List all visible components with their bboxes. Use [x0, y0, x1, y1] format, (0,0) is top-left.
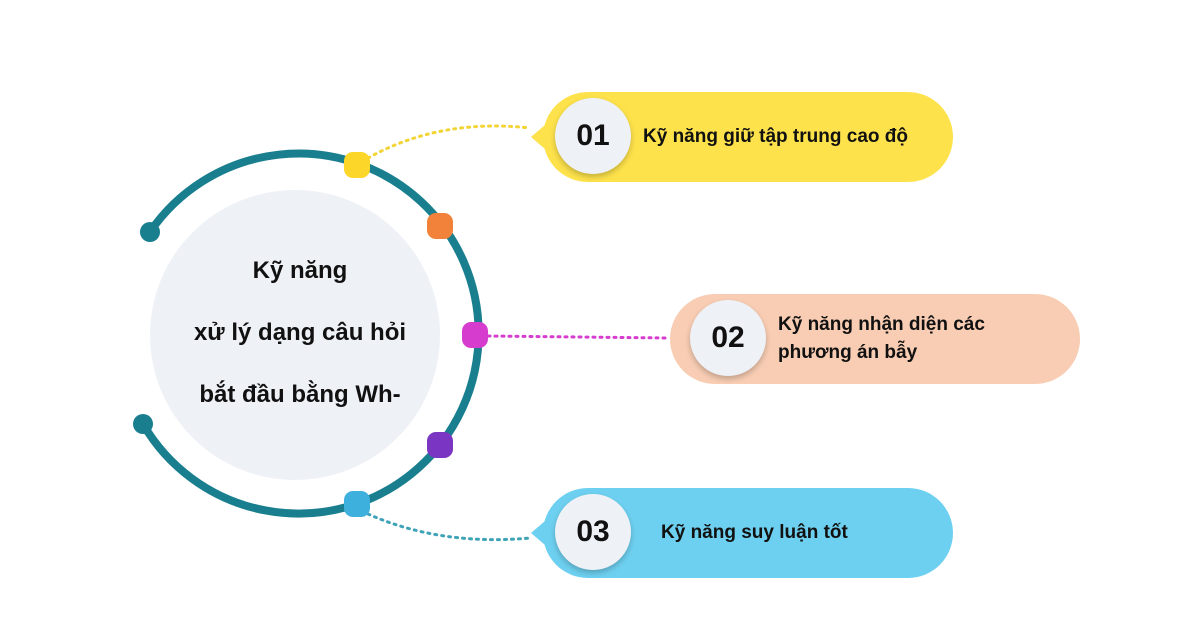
- skill-number-03: 03: [555, 494, 631, 570]
- skill-card-01: 01 Kỹ năng giữ tập trung cao độ: [531, 92, 953, 182]
- ring-dot-5: [344, 491, 370, 517]
- skill-label-02-line-2: phương án bẫy: [778, 342, 918, 363]
- skill-number-02: 02: [690, 300, 766, 376]
- center-title-line-3: bắt đầu bằng Wh-: [199, 381, 401, 408]
- skill-label-02: Kỹ năng nhận diện các phương án bẫy: [778, 311, 985, 367]
- skill-label-03: Kỹ năng suy luận tốt: [661, 522, 848, 543]
- center-disc: [150, 190, 440, 480]
- skill-card-03: 03 Kỹ năng suy luận tốt: [531, 488, 953, 578]
- skill-label-02-line-1: Kỹ năng nhận diện các: [778, 314, 985, 335]
- center-title-line-1: Kỹ năng: [252, 257, 348, 284]
- ring-dot-2: [427, 213, 453, 239]
- skill-card-01-pointer: [531, 125, 545, 149]
- skill-number-01: 01: [555, 98, 631, 174]
- skill-card-03-pointer: [531, 521, 545, 545]
- ring-dot-4: [427, 432, 453, 458]
- connector-03: [366, 512, 532, 542]
- center-title: Kỹ năng xử lý dạng câu hỏi bắt đầu bằng …: [150, 240, 450, 426]
- connector-02: [486, 334, 670, 340]
- center-title-line-2: xử lý dạng câu hỏi: [193, 319, 407, 346]
- ring-end-top: [140, 222, 160, 242]
- ring-end-bottom: [133, 414, 153, 434]
- skill-label-01: Kỹ năng giữ tập trung cao độ: [643, 126, 908, 147]
- connector-01: [366, 124, 532, 160]
- ring-dot-3: [462, 322, 488, 348]
- skill-card-02: 02 Kỹ năng nhận diện các phương án bẫy: [670, 294, 1080, 384]
- ring-dot-1: [344, 152, 370, 178]
